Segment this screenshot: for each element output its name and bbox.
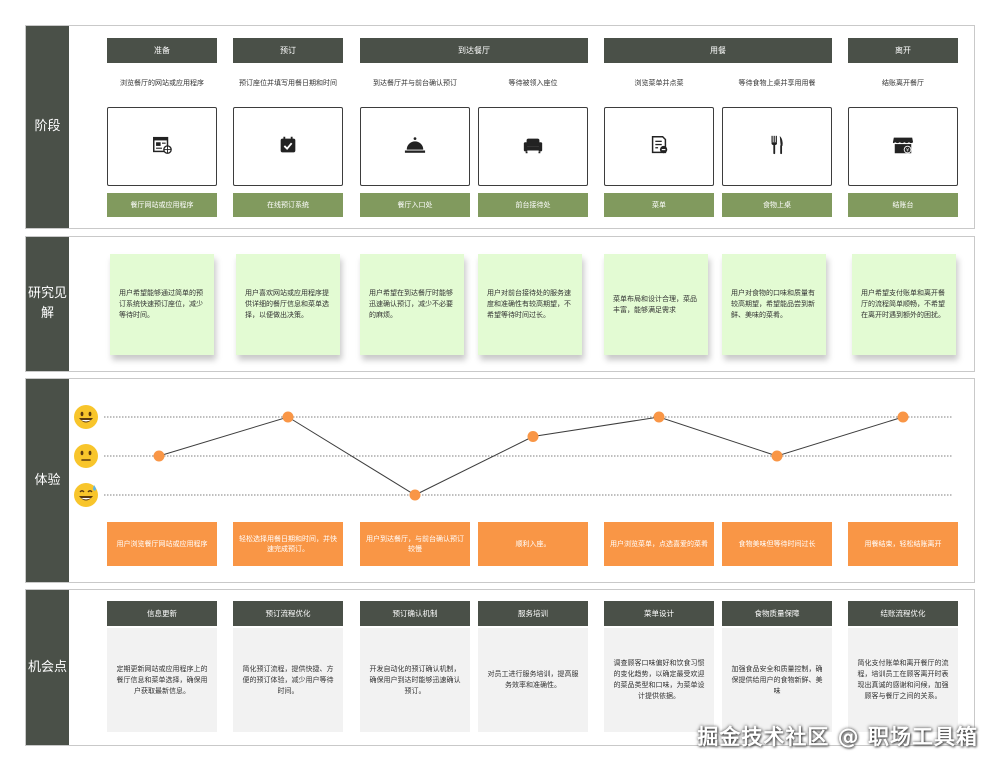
opportunity-body-5: 调查顾客口味偏好和饮食习惯的变化趋势，以确定最受欢迎的菜品类型和口味，为菜单设计…: [604, 628, 714, 732]
phase-dine: 用餐: [604, 38, 832, 63]
website-icon: [151, 134, 173, 160]
phase-reserve: 预订: [233, 38, 343, 63]
touchpoint-food-served: [722, 107, 832, 186]
experience-point-7: [897, 411, 909, 423]
experience-point-3: [409, 489, 421, 501]
step-4: 等待被领入座位: [508, 79, 558, 87]
step-7: 结账离开餐厅: [882, 79, 924, 87]
armchair-icon: [522, 134, 544, 160]
experience-section: 体验 用户浏览餐厅网站或应用程序 轻松选择用餐日期和时间，并快速完成预订。 用户…: [25, 378, 975, 583]
touchpoint-entrance: [360, 107, 470, 186]
step-3: 到达餐厅并与前台确认预订: [373, 79, 457, 87]
experience-label-5: 用户浏览菜单，点选喜爱的菜肴: [604, 522, 714, 566]
happy-face-icon: [73, 404, 99, 430]
experience-label-7: 用餐结束，轻松结账离开: [848, 522, 958, 566]
opportunity-label: 机会点: [26, 590, 69, 745]
insight-note-3: 用户希望在到达餐厅时能够迅速确认预订，减少不必要的麻烦。: [360, 254, 464, 355]
opportunity-section: 机会点 信息更新 预订流程优化 预订确认机制 服务培训 菜单设计 食物质量保障 …: [25, 589, 975, 746]
step-2: 预订座位并填写用餐日期和时间: [239, 79, 337, 87]
phase-prepare: 准备: [107, 38, 217, 63]
touchpoint-website: [107, 107, 217, 186]
experience-label-2: 轻松选择用餐日期和时间，并快速完成预订。: [233, 522, 343, 566]
opportunity-body-2: 简化预订流程，提供快捷、方便的预订体验，减少用户等待时间。: [233, 628, 343, 732]
experience-point-1: [153, 450, 165, 462]
fork-knife-icon: [766, 134, 788, 160]
touchpoint-menu: [604, 107, 714, 186]
opportunity-title-4: 服务培训: [478, 601, 588, 626]
insight-note-5: 菜单布局和设计合理，菜品丰富，能够满足需求: [604, 254, 708, 355]
stage-section: 阶段 准备 预订 到达餐厅 用餐 离开 浏览餐厅的网站或应用程序 预订座位并填写…: [25, 25, 975, 229]
insight-note-6: 用户对食物的口味和质量有较高期望，希望能品尝到新鲜、美味的菜肴。: [722, 254, 826, 355]
opportunity-title-1: 信息更新: [107, 601, 217, 626]
research-section: 研究见解 用户希望能够通过简单的预订系统快速预订座位，减少等待时间。 用户喜欢网…: [25, 236, 975, 372]
touchpoint-checkout: ¥: [848, 107, 958, 186]
step-1: 浏览餐厅的网站或应用程序: [120, 79, 204, 87]
calendar-check-icon: [277, 134, 299, 160]
svg-text:¥: ¥: [906, 147, 909, 153]
touchpoint-booking-system: [233, 107, 343, 186]
opportunity-body-6: 加强食品安全和质量控制，确保提供给用户的食物新鲜、美味: [722, 628, 832, 732]
experience-curve: [104, 411, 952, 501]
insight-note-7: 用户希望支付账单和离开餐厅的流程简单顺畅，不希望在离开时遇到额外的困扰。: [852, 254, 956, 355]
insight-note-1: 用户希望能够通过简单的预订系统快速预订座位，减少等待时间。: [110, 254, 214, 355]
experience-point-4: [527, 431, 539, 442]
touchpoint-label-5: 菜单: [604, 193, 714, 217]
phase-leave: 离开: [848, 38, 958, 63]
stage-label: 阶段: [26, 26, 69, 228]
experience-label-3: 用户到达餐厅，与前台确认预订较慢: [360, 522, 470, 566]
experience-point-6: [771, 450, 783, 462]
touchpoint-label-1: 餐厅网站或应用程序: [107, 193, 217, 217]
watermark: 掘金技术社区 @ 职场工具箱: [697, 725, 978, 749]
experience-point-5: [653, 411, 665, 423]
opportunity-body-3: 开发自动化的预订确认机制，确保用户到达时能够迅速确认预订。: [360, 628, 470, 732]
touchpoint-label-6: 食物上桌: [722, 193, 832, 217]
phase-arrive: 到达餐厅: [360, 38, 588, 63]
opportunity-body-7: 简化支付账单和离开餐厅的流程，培训员工在顾客离开时表现出真诚的感谢和问候，加强顾…: [848, 628, 958, 732]
opportunity-title-6: 食物质量保障: [722, 601, 832, 626]
store-checkout-icon: ¥: [892, 134, 914, 160]
service-bell-icon: [404, 134, 426, 160]
experience-label-4: 顺利入座。: [478, 522, 588, 566]
experience-label: 体验: [26, 379, 69, 582]
touchpoint-label-7: 结账台: [848, 193, 958, 217]
touchpoint-label-3: 餐厅入口处: [360, 193, 470, 217]
opportunity-title-7: 结账流程优化: [848, 601, 958, 626]
opportunity-body-1: 定期更新网站或应用程序上的餐厅信息和菜单选择，确保用户获取最新信息。: [107, 628, 217, 732]
insight-note-2: 用户喜欢网站或应用程序提供详细的餐厅信息和菜单选择，以便做出决策。: [236, 254, 340, 355]
neutral-face-icon: [73, 443, 99, 469]
step-5: 浏览菜单并点菜: [634, 79, 684, 87]
opportunity-title-5: 菜单设计: [604, 601, 714, 626]
touchpoint-front-desk: [478, 107, 588, 186]
step-6: 等待食物上桌并享用用餐: [738, 79, 816, 87]
experience-point-2: [282, 411, 294, 423]
opportunity-body-4: 对员工进行服务培训，提高服务效率和准确性。: [478, 628, 588, 732]
touchpoint-label-4: 前台接待处: [478, 193, 588, 217]
experience-label-1: 用户浏览餐厅网站或应用程序: [107, 522, 217, 566]
opportunity-title-3: 预订确认机制: [360, 601, 470, 626]
menu-list-icon: [648, 134, 670, 160]
opportunity-title-2: 预订流程优化: [233, 601, 343, 626]
experience-label-6: 食物美味但等待时间过长: [722, 522, 832, 566]
sweat-smile-face-icon: [73, 482, 99, 508]
insight-note-4: 用户对前台接待处的服务速度和准确性有较高期望，不希望等待时间过长。: [478, 254, 582, 355]
touchpoint-label-2: 在线预订系统: [233, 193, 343, 217]
research-label: 研究见解: [26, 237, 69, 371]
